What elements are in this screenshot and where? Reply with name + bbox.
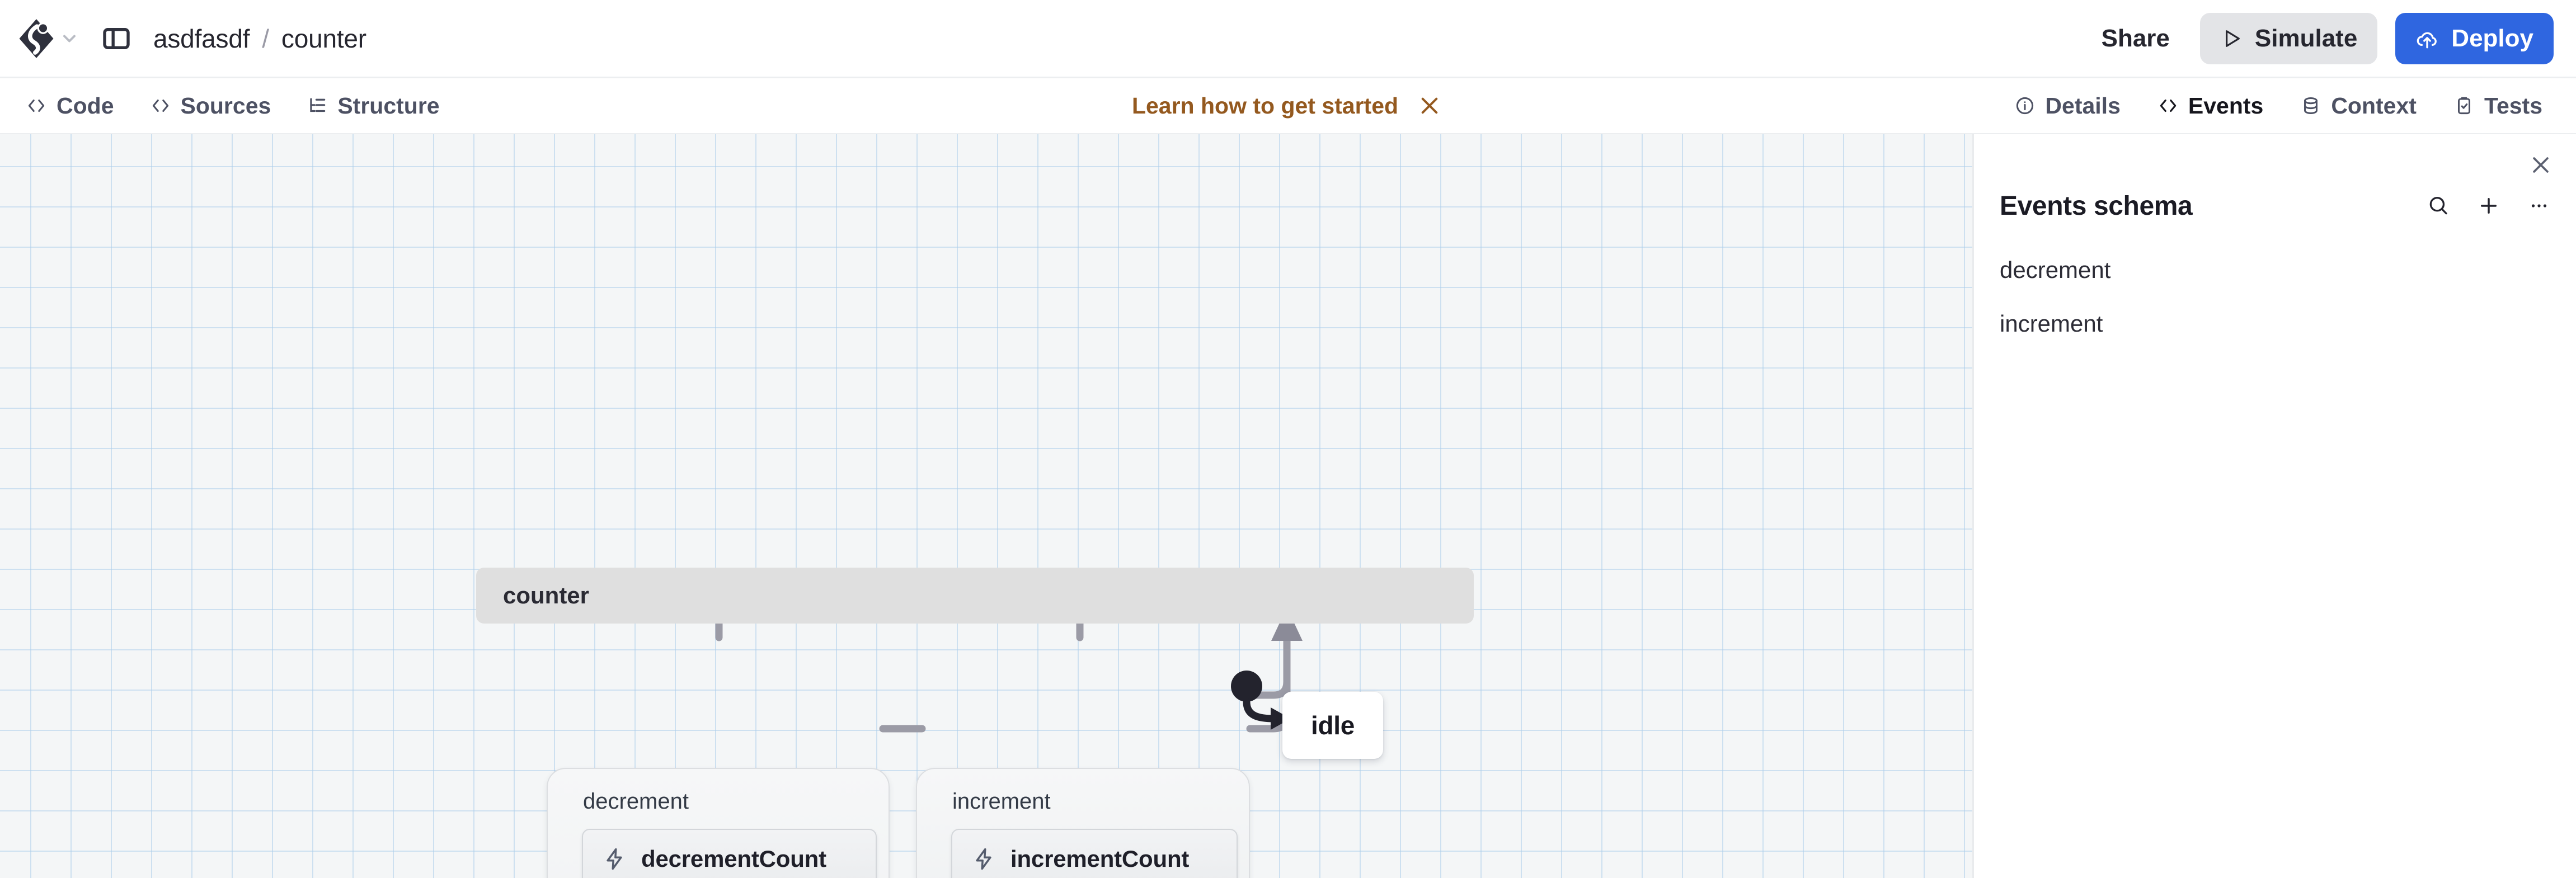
lightning-bolt-icon <box>607 848 622 870</box>
app-body: counter idle decrement decrementCount <box>0 134 2576 878</box>
panel-title: Events schema <box>2000 191 2193 221</box>
topbar-actions: Share Simulate Deploy <box>2089 12 2554 64</box>
code-brackets-icon <box>28 99 45 112</box>
event-group-increment[interactable]: increment incrementCount <box>916 768 1250 878</box>
play-icon <box>2225 30 2240 47</box>
sub-toolbar-left: Code Sources Structure <box>16 87 450 125</box>
deploy-button[interactable]: Deploy <box>2395 12 2554 64</box>
cloud-upload-icon <box>2417 32 2437 48</box>
simulate-label: Simulate <box>2254 24 2358 52</box>
code-brackets-icon <box>152 99 168 112</box>
lightning-bolt-icon <box>976 848 991 870</box>
plus-icon <box>2481 198 2497 214</box>
tab-tests-label: Tests <box>2484 92 2542 119</box>
machine-node-counter[interactable]: counter <box>476 568 1474 624</box>
list-item-label: increment <box>2000 310 2103 337</box>
tab-details-label: Details <box>2045 92 2121 119</box>
stately-logo-icon[interactable] <box>17 18 56 59</box>
tab-events[interactable]: Events <box>2147 87 2273 125</box>
close-icon <box>1421 97 1438 114</box>
events-schema-panel: Events schema <box>1972 134 2576 878</box>
state-node-idle[interactable]: idle <box>1282 692 1383 759</box>
machine-title: counter <box>503 582 590 608</box>
tab-code-label: Code <box>57 92 114 119</box>
tab-sources-label: Sources <box>180 92 271 119</box>
share-button[interactable]: Share <box>2101 24 2170 52</box>
search-icon <box>2429 196 2447 215</box>
more-horizontal-icon <box>2531 204 2547 207</box>
chevron-down-icon[interactable] <box>59 29 79 49</box>
breadcrumb-project[interactable]: counter <box>281 23 366 53</box>
tree-structure-icon <box>310 98 326 112</box>
tab-code[interactable]: Code <box>16 87 124 125</box>
breadcrumb-separator: / <box>262 23 269 53</box>
tab-events-label: Events <box>2188 92 2264 119</box>
sub-toolbar: Code Sources Structure Learn <box>0 78 2576 134</box>
event-group-decrement[interactable]: decrement decrementCount New action <box>547 768 890 878</box>
deploy-label: Deploy <box>2451 24 2533 52</box>
sidebar-toggle-button[interactable] <box>98 21 134 56</box>
initial-state-dot <box>1231 671 1262 702</box>
learn-how-link[interactable]: Learn how to get started <box>1131 92 1399 119</box>
onboarding-banner: Learn how to get started <box>0 91 2576 120</box>
action-chip-decrement-count[interactable]: decrementCount <box>582 829 877 878</box>
panel-search-button[interactable] <box>2423 190 2454 221</box>
transition-edges <box>715 569 1303 733</box>
action-label: decrementCount <box>641 846 826 872</box>
clipboard-check-icon <box>2457 97 2470 115</box>
tab-structure-label: Structure <box>337 92 440 119</box>
tab-context-label: Context <box>2331 92 2417 119</box>
action-label: incrementCount <box>1010 846 1190 872</box>
action-chip-increment-count[interactable]: incrementCount <box>951 829 1238 878</box>
close-icon <box>2533 157 2549 173</box>
banner-close-button[interactable] <box>1415 91 1444 120</box>
panel-tools <box>2423 190 2555 221</box>
list-item[interactable]: increment <box>1974 297 2555 351</box>
statechart-canvas[interactable]: counter idle decrement decrementCount <box>0 134 1972 878</box>
tab-context[interactable]: Context <box>2290 87 2427 125</box>
tab-structure[interactable]: Structure <box>297 87 449 125</box>
initial-state-marker <box>1231 671 1291 730</box>
sidebar-toggle-icon <box>103 27 130 49</box>
list-item[interactable]: decrement <box>1974 243 2555 297</box>
brand-logo-group[interactable] <box>17 18 79 59</box>
panel-header: Events schema <box>1974 190 2576 221</box>
event-group-increment-title: increment <box>952 789 1051 814</box>
database-icon <box>2304 97 2318 114</box>
panel-more-button[interactable] <box>2523 190 2555 221</box>
breadcrumb: asdfasdf / counter <box>153 23 366 54</box>
tab-tests[interactable]: Tests <box>2443 87 2553 125</box>
list-item-label: decrement <box>2000 257 2111 283</box>
top-bar: asdfasdf / counter Share Simulate Deploy <box>0 0 2576 78</box>
panel-add-button[interactable] <box>2473 190 2504 221</box>
info-circle-icon <box>2016 97 2034 115</box>
panel-close-button[interactable] <box>2523 148 2558 182</box>
code-brackets-icon <box>2160 99 2177 112</box>
events-schema-list: decrement increment <box>1974 243 2576 351</box>
state-node-label: idle <box>1310 711 1355 740</box>
tab-sources[interactable]: Sources <box>140 87 281 125</box>
event-group-decrement-title: decrement <box>583 789 689 814</box>
simulate-button[interactable]: Simulate <box>2199 12 2378 64</box>
sub-toolbar-right: Details Events Context <box>2004 87 2553 125</box>
tab-details[interactable]: Details <box>2004 87 2130 125</box>
breadcrumb-owner[interactable]: asdfasdf <box>153 23 250 53</box>
initial-state-arrow <box>1243 698 1278 723</box>
